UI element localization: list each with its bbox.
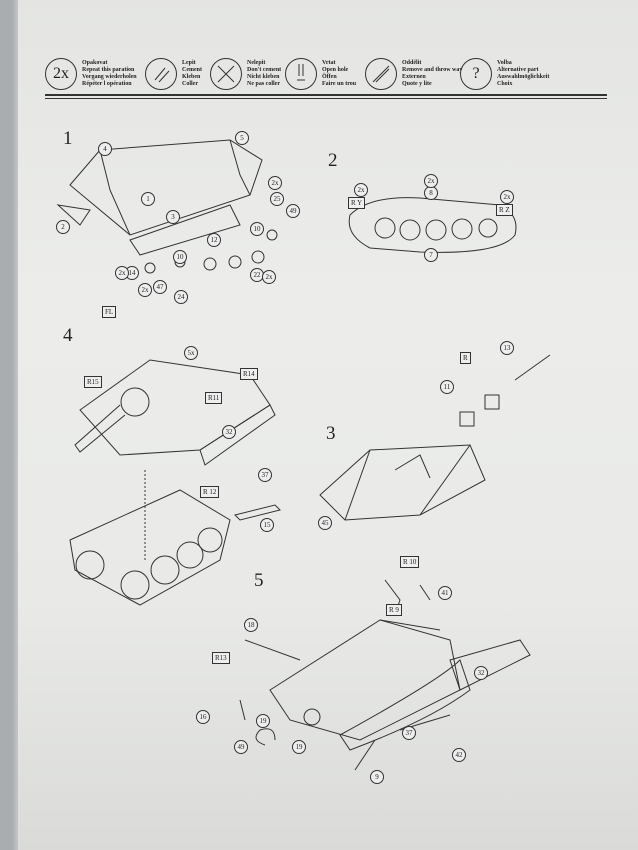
part-label: 3 xyxy=(166,210,180,224)
step-number: 4 xyxy=(63,325,73,346)
part-label: 2x xyxy=(115,266,129,280)
instruction-sheet xyxy=(18,0,638,850)
part-label: 16 xyxy=(196,710,210,724)
part-label: 8 xyxy=(424,186,438,200)
ref-label: R15 xyxy=(84,376,102,388)
part-label: 19 xyxy=(292,740,306,754)
part-label: 12 xyxy=(207,233,221,247)
part-label: 5x xyxy=(184,346,198,360)
legend-text: Kleben xyxy=(182,74,201,80)
part-label: 2x xyxy=(268,176,282,190)
part-label: 4 xyxy=(98,142,112,156)
legend-text: Repeat this paration xyxy=(82,67,135,73)
legend-text: Externen xyxy=(402,74,426,80)
legend-text: Nelepit xyxy=(247,60,266,66)
part-label: 32 xyxy=(222,425,236,439)
legend-text: Open hole xyxy=(322,67,349,73)
ref-label: R 9 xyxy=(386,604,402,616)
step1-hull-drawing xyxy=(56,139,278,274)
ref-label: R xyxy=(460,352,471,364)
legend-text: Auswahlmöglichkeit xyxy=(497,74,550,80)
legend-text: Coller xyxy=(182,81,198,87)
legend-text: Don't cement xyxy=(247,67,282,73)
step5-final-assembly-drawing xyxy=(239,579,531,771)
part-label: 47 xyxy=(153,280,167,294)
header-rule xyxy=(45,98,607,99)
step2-tracks-drawing xyxy=(348,197,517,253)
part-label: 10 xyxy=(173,250,187,264)
step-number: 3 xyxy=(326,423,336,444)
part-label: 7 xyxy=(424,248,438,262)
legend-text: Quote y lite xyxy=(402,81,432,87)
legend-text: Volba xyxy=(497,60,512,66)
legend-text: Vorgang wiederholen xyxy=(82,74,137,80)
repeat-icon: 2x xyxy=(45,58,77,90)
ref-label: R14 xyxy=(240,368,258,380)
part-label: 25 xyxy=(270,192,284,206)
legend-text: Vrtat xyxy=(322,60,336,66)
header-rule xyxy=(45,94,607,96)
cement-tube-icon xyxy=(145,58,177,90)
step-number: 1 xyxy=(63,128,73,149)
part-label: 32 xyxy=(474,666,488,680)
part-label: 15 xyxy=(260,518,274,532)
ref-label: R Z xyxy=(496,204,513,216)
legend-text: Faire un trou xyxy=(322,81,357,87)
part-label: 37 xyxy=(402,726,416,740)
knife-icon xyxy=(365,58,397,90)
part-label: 2x xyxy=(138,283,152,297)
part-label: 13 xyxy=(500,341,514,355)
part-label: 2x xyxy=(500,190,514,204)
part-label: 2x xyxy=(262,270,276,284)
ref-label: R Y xyxy=(348,197,366,209)
part-label: 10 xyxy=(250,222,264,236)
part-label: 45 xyxy=(318,516,332,530)
part-label: 24 xyxy=(174,290,188,304)
step-number: 2 xyxy=(328,150,338,171)
part-label: 42 xyxy=(452,748,466,762)
legend-text: Oddělit xyxy=(402,60,422,66)
step4-superstructure-drawing xyxy=(69,359,281,606)
legend-text: Nicht kleben xyxy=(247,74,280,80)
part-label: 5 xyxy=(235,131,249,145)
ref-label: R11 xyxy=(205,392,223,404)
part-label: 49 xyxy=(234,740,248,754)
ref-label: FL xyxy=(102,306,117,318)
ref-label: R13 xyxy=(212,652,230,664)
legend-text: Remove and throw way xyxy=(402,67,463,73)
step-number: 5 xyxy=(254,570,264,591)
drill-icon xyxy=(285,58,317,90)
step3-front-plate-drawing xyxy=(319,354,551,521)
part-label: 2x xyxy=(424,174,438,188)
ref-label: R 10 xyxy=(400,556,420,568)
part-label: 49 xyxy=(286,204,300,218)
part-label: 19 xyxy=(256,714,270,728)
legend-text: Lepit xyxy=(182,60,196,66)
part-label: 2x xyxy=(354,183,368,197)
legend-text: Alternative part xyxy=(497,67,539,73)
legend-text: Cement xyxy=(182,67,202,73)
part-label: 1 xyxy=(141,192,155,206)
ref-label: R 12 xyxy=(200,486,220,498)
question-icon: ? xyxy=(460,58,492,90)
part-label: 18 xyxy=(244,618,258,632)
part-label: 11 xyxy=(440,380,454,394)
part-label: 9 xyxy=(370,770,384,784)
legend-text: Ne pas coller xyxy=(247,81,280,87)
legend-text: Opakovat xyxy=(82,60,108,66)
part-label: 37 xyxy=(258,468,272,482)
legend-text: Répéter l opération xyxy=(82,81,132,87)
part-label: 41 xyxy=(438,586,452,600)
legend-text: Choix xyxy=(497,81,513,87)
no-cement-icon xyxy=(210,58,242,90)
legend-text: Öffen xyxy=(322,74,337,80)
part-label: 2 xyxy=(56,220,70,234)
